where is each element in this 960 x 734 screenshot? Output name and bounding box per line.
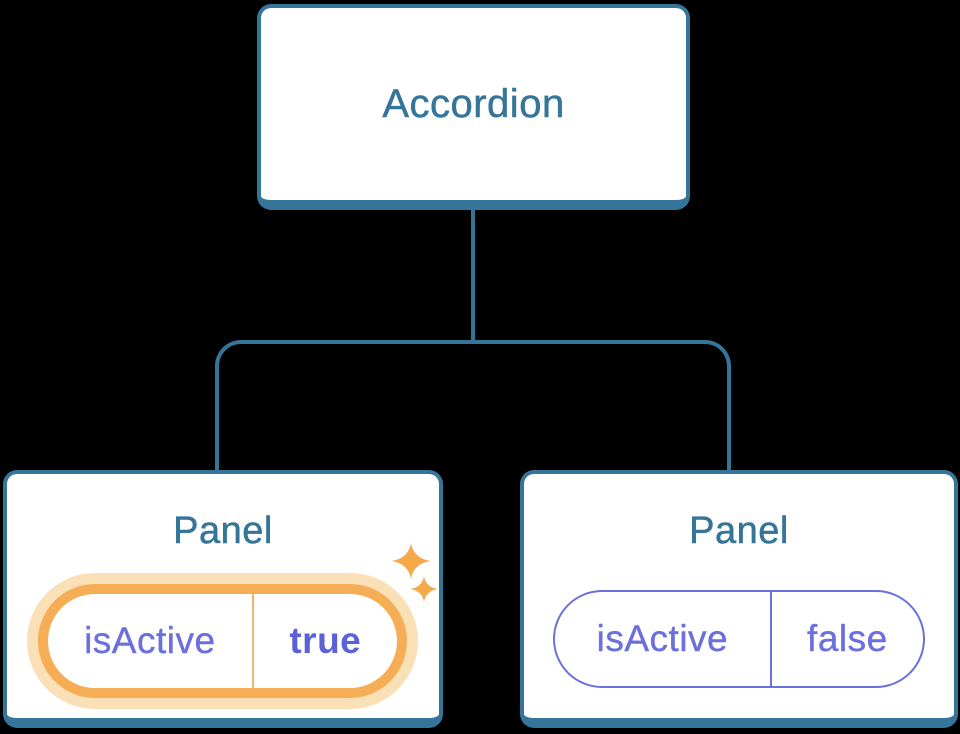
state-key-label: isActive — [596, 618, 729, 659]
state-value-label: false — [807, 618, 888, 659]
accordion-node-label: Accordion — [382, 81, 565, 126]
sparkle-icon-small — [410, 576, 438, 602]
state-pill-active: isActive true — [38, 584, 407, 698]
sparkle-icon-large — [391, 543, 431, 579]
panel-node-active: Panel isActive true — [3, 470, 443, 728]
panel-title: Panel — [689, 510, 789, 553]
connector-branch-elbow — [215, 340, 731, 470]
connector-root-stem — [471, 206, 475, 344]
state-key-label: isActive — [84, 620, 216, 661]
pill-divider — [251, 594, 254, 688]
accordion-node: Accordion — [257, 4, 690, 210]
panel-title: Panel — [173, 510, 273, 553]
state-pill-inactive: isActive false — [553, 590, 925, 688]
panel-node-inactive: Panel isActive false — [520, 470, 958, 728]
state-value-label: true — [289, 620, 362, 661]
pill-divider — [769, 592, 772, 686]
